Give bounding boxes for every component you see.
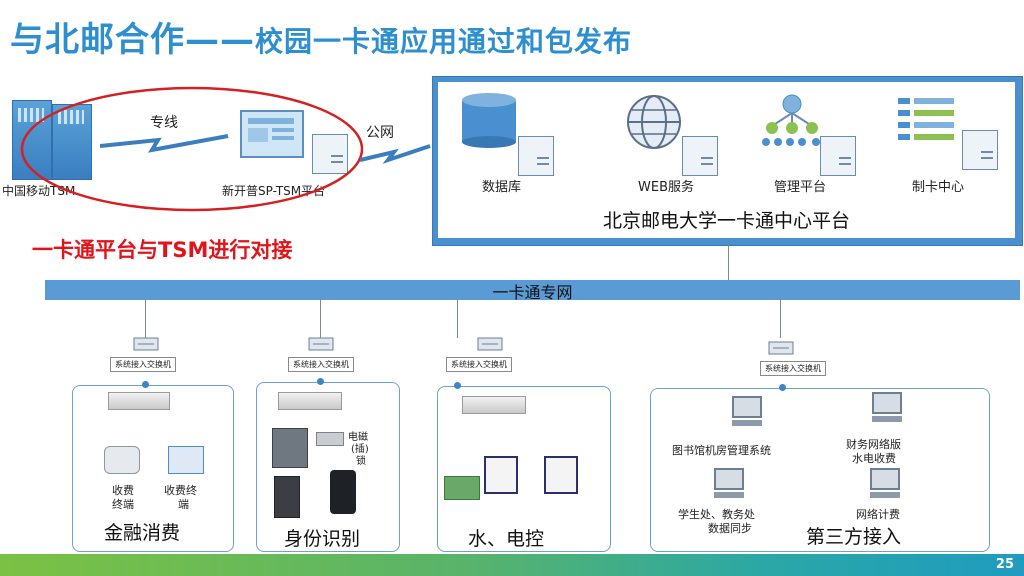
third-party-group — [650, 388, 990, 552]
switch-label-finance: 系统接入交换机 — [110, 357, 176, 372]
title-main: 与北邮合作 — [10, 20, 185, 60]
platform-item-management: 管理平台 — [774, 180, 827, 195]
lock-label-1: 电磁 — [348, 432, 368, 443]
terminal2-line2: 端 — [178, 498, 189, 511]
platform-item-card-center: 制卡中心 — [912, 180, 965, 195]
switch-icon — [477, 337, 503, 351]
library-label: 图书馆机房管理系统 — [672, 444, 771, 457]
platform-connector — [728, 244, 729, 280]
campus-card-network-bar — [45, 280, 1020, 300]
sp-tsm-label: 新开普SP-TSM平台 — [222, 184, 326, 198]
switch-icon — [133, 337, 159, 351]
access-controller-icon — [272, 428, 308, 468]
lightning-public-icon — [360, 144, 431, 164]
card-center-server-icon — [962, 130, 998, 170]
cmcc-tsm-server-icon — [12, 100, 92, 180]
keypad-reader-icon — [274, 476, 300, 518]
globe-icon — [627, 95, 681, 149]
page-title: 与北邮合作——校园一卡通应用通过和包发布 — [10, 12, 632, 61]
identity-title: 身份识别 — [284, 528, 361, 550]
water-power-title: 水、电控 — [468, 528, 545, 550]
database-icon — [462, 93, 516, 148]
terminal1-line1: 收费 — [112, 484, 134, 497]
finance-net-line2: 水电收费 — [852, 452, 896, 465]
highlight-ellipse — [20, 86, 364, 212]
terminal1-line2: 终端 — [112, 498, 134, 511]
power-meter-icon — [544, 456, 578, 494]
org-tree-icon — [762, 94, 820, 146]
center-platform-title: 北京邮电大学一卡通中心平台 — [602, 210, 850, 232]
finance-dot — [142, 381, 149, 388]
switch-label-water: 系统接入交换机 — [446, 357, 512, 372]
identity-dot — [317, 378, 324, 385]
water-power-dot — [454, 382, 461, 389]
card-reader-icon — [168, 446, 204, 474]
tsm-integration-note: 一卡通平台与TSM进行对接 — [32, 238, 293, 262]
footer-bar — [0, 554, 1024, 576]
pos-terminal-icon — [104, 446, 140, 474]
net-billing-pc-icon — [868, 468, 902, 500]
connector-2 — [320, 300, 321, 338]
third-party-dot — [779, 384, 786, 391]
student-office-line1: 学生处、教务处 — [678, 508, 755, 521]
cmcc-tsm-label: 中国移动TSM — [2, 184, 76, 198]
connector-1 — [145, 300, 146, 338]
page-number: 25 — [995, 557, 1014, 572]
management-server-icon — [820, 136, 856, 176]
platform-item-web: WEB服务 — [638, 180, 694, 195]
terminal2-line1: 收费终 — [164, 484, 197, 497]
network-bar-label: 一卡通专网 — [492, 283, 573, 302]
water-meter-icon — [484, 456, 518, 494]
lightning-link-icon — [100, 134, 229, 153]
finance-title: 金融消费 — [104, 522, 181, 544]
control-board-icon — [444, 476, 480, 500]
switch-label-third-party: 系统接入交换机 — [760, 361, 826, 376]
connector-4 — [780, 300, 781, 338]
third-party-title: 第三方接入 — [806, 526, 902, 548]
switch-icon — [768, 341, 794, 355]
finance-net-line1: 财务网络版 — [846, 438, 901, 451]
mag-lock-icon — [316, 432, 344, 446]
platform-item-database: 数据库 — [482, 180, 522, 195]
finance-pc-icon — [870, 392, 904, 424]
title-dash: —— — [185, 20, 255, 60]
finance-group — [72, 385, 234, 552]
identity-server-icon — [278, 392, 342, 410]
lock-label-3: 锁 — [356, 456, 366, 467]
lock-label-2: (插) — [351, 444, 369, 455]
connector-3 — [457, 300, 458, 338]
sp-tsm-tower-icon — [312, 134, 348, 174]
water-server-icon — [462, 396, 526, 414]
finance-server-icon — [108, 392, 170, 410]
card-center-doc-icon — [898, 98, 956, 144]
switch-label-identity: 系统接入交换机 — [288, 357, 354, 372]
net-billing-label: 网络计费 — [856, 508, 900, 521]
face-reader-icon — [330, 470, 356, 514]
student-office-line2: 数据同步 — [708, 522, 752, 535]
dedicated-line-label: 专线 — [150, 115, 178, 131]
library-pc-icon — [730, 396, 764, 428]
title-sub: 校园一卡通应用通过和包发布 — [255, 25, 633, 58]
database-server-icon — [518, 136, 554, 176]
web-server-icon — [682, 136, 718, 176]
public-net-label: 公网 — [366, 125, 394, 141]
sp-tsm-monitor-icon — [240, 110, 304, 158]
switch-icon — [308, 337, 334, 351]
student-office-pc-icon — [712, 468, 746, 500]
